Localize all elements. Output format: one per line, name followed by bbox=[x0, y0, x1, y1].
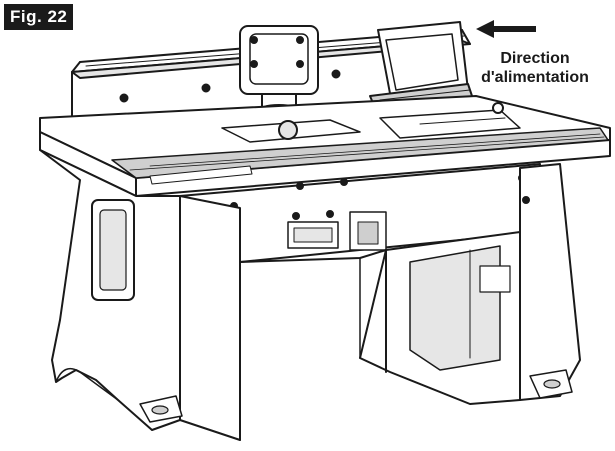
feed-direction-label: Direction d'alimentation bbox=[455, 49, 615, 87]
feed-direction-line2: d'alimentation bbox=[481, 69, 589, 86]
front-apron bbox=[179, 163, 541, 269]
figure-number-badge: Fig. 22 bbox=[4, 4, 74, 30]
right-leg bbox=[359, 163, 581, 405]
arrow-left-icon bbox=[476, 20, 536, 38]
table-top bbox=[39, 95, 611, 197]
base-arch bbox=[239, 249, 387, 441]
feed-direction-line1: Direction bbox=[500, 50, 570, 67]
